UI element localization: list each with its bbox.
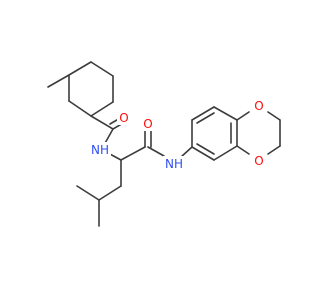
atom-label: O (254, 99, 263, 113)
bond (147, 146, 165, 157)
bond (236, 145, 250, 155)
carbonyl-oxygen-2: O (141, 116, 155, 131)
bond (76, 185, 100, 201)
bond (90, 61, 114, 77)
bond (213, 106, 238, 121)
bond (68, 61, 92, 76)
bond (191, 106, 215, 121)
bonds (47, 61, 281, 227)
bond (120, 146, 146, 161)
bond (90, 115, 114, 130)
bond (236, 111, 250, 121)
bond (180, 146, 193, 158)
atom-label: O (254, 154, 263, 168)
amide-nitrogen-1: NH (89, 142, 111, 157)
aromatic-inner-bond (196, 143, 215, 155)
bond (191, 146, 215, 161)
atom-label: O (143, 117, 152, 131)
bond (267, 145, 281, 155)
bond (213, 145, 238, 161)
molecule-structure: O NH O NH O O (47, 61, 281, 227)
amide-nitrogen-2: NH (163, 156, 185, 171)
ring-oxygen-top: O (252, 98, 266, 113)
bond (267, 111, 281, 121)
molecule-diagram: O NH O NH O O (47, 61, 281, 227)
aromatic-inner-bond (196, 112, 215, 124)
bond (47, 74, 70, 88)
carbonyl-oxygen-1: O (117, 110, 131, 125)
bond (90, 101, 114, 117)
bond (98, 185, 122, 201)
atom-label: O (119, 111, 128, 125)
bond (68, 100, 92, 117)
ring-oxygen-bottom: O (252, 153, 266, 168)
atom-label: NH (165, 157, 183, 171)
atom-labels: O NH O NH O O (89, 98, 266, 171)
atom-label: NH (91, 143, 109, 157)
